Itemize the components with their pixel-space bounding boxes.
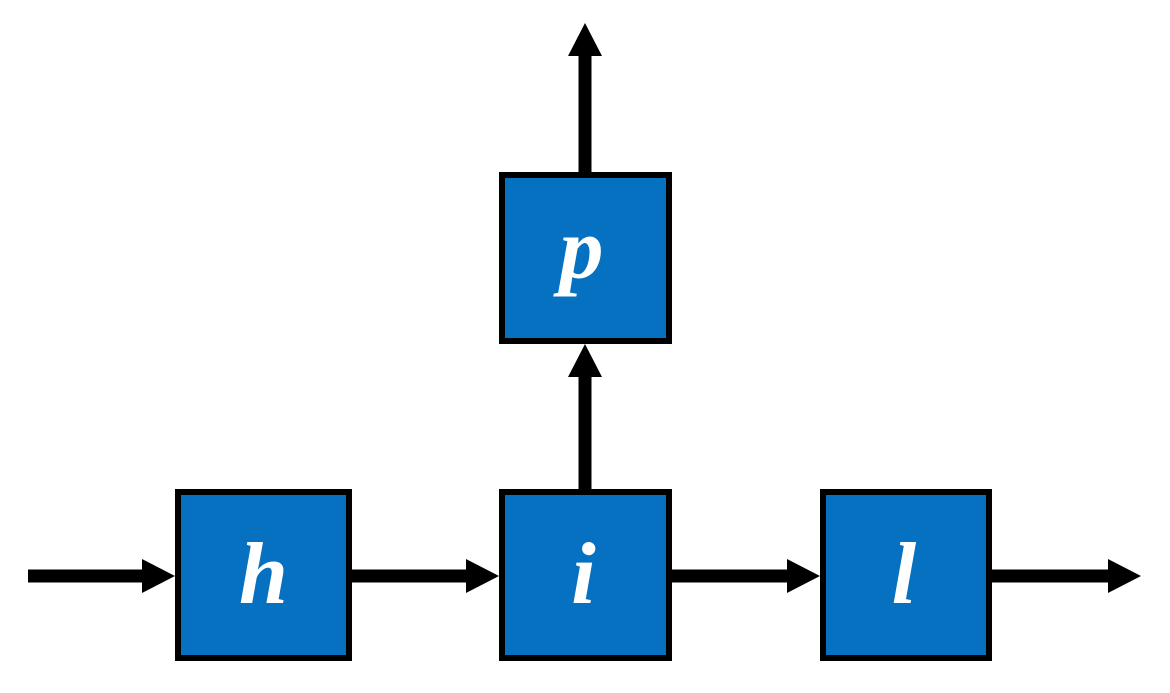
nodes-layer: h i l p (175, 172, 992, 661)
node-h[interactable]: h (175, 489, 352, 661)
arrow-edge-input-to-h (28, 559, 175, 593)
arrow-edge-p-to-output (568, 23, 602, 172)
arrow-glyph (672, 559, 820, 593)
node-h-box[interactable] (175, 489, 352, 661)
arrow-edge-h-to-i (352, 559, 499, 593)
node-p-box[interactable] (499, 172, 672, 344)
node-i-label: i (571, 526, 596, 623)
node-l[interactable]: l (820, 489, 992, 661)
arrow-glyph (992, 559, 1141, 593)
node-i[interactable]: i (499, 489, 672, 661)
node-i-box[interactable] (499, 489, 672, 661)
arrow-glyph (28, 559, 175, 593)
node-h-label: h (239, 526, 288, 623)
node-p-label: p (553, 201, 604, 298)
arrow-glyph (568, 344, 602, 489)
arrow-edge-i-to-l (672, 559, 820, 593)
node-p[interactable]: p (499, 172, 672, 344)
arrow-glyph (352, 559, 499, 593)
edges-layer (28, 23, 1141, 593)
node-l-label: l (892, 526, 917, 623)
arrow-edge-l-to-output (992, 559, 1141, 593)
arrow-edge-i-to-p (568, 344, 602, 489)
arrow-glyph (568, 23, 602, 172)
node-l-box[interactable] (820, 489, 992, 661)
